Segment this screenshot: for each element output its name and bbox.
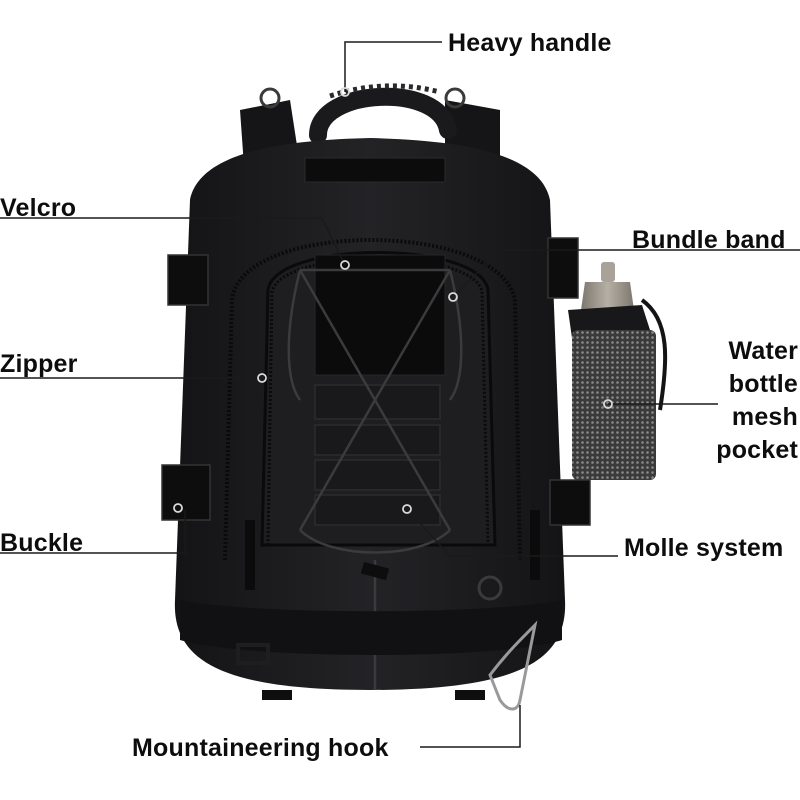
label-buckle: Buckle <box>0 529 84 557</box>
callout-markers <box>173 87 613 514</box>
leader-lines <box>0 41 800 748</box>
label-molle-system: Molle system <box>624 534 784 562</box>
side-buckles <box>161 237 591 526</box>
carabiner-icon <box>488 620 538 711</box>
bag-body <box>174 138 566 700</box>
label-velcro: Velcro <box>0 194 77 222</box>
label-mountaineering-hook: Mountaineering hook <box>132 734 389 762</box>
water-bottle-icon <box>568 262 668 480</box>
label-zipper: Zipper <box>0 350 78 378</box>
handle-icon <box>309 83 457 144</box>
label-bundle-band: Bundle band <box>632 226 786 254</box>
label-water-bottle-mesh-pocket: Water bottle mesh pocket <box>716 337 798 464</box>
label-heavy-handle: Heavy handle <box>448 29 612 57</box>
